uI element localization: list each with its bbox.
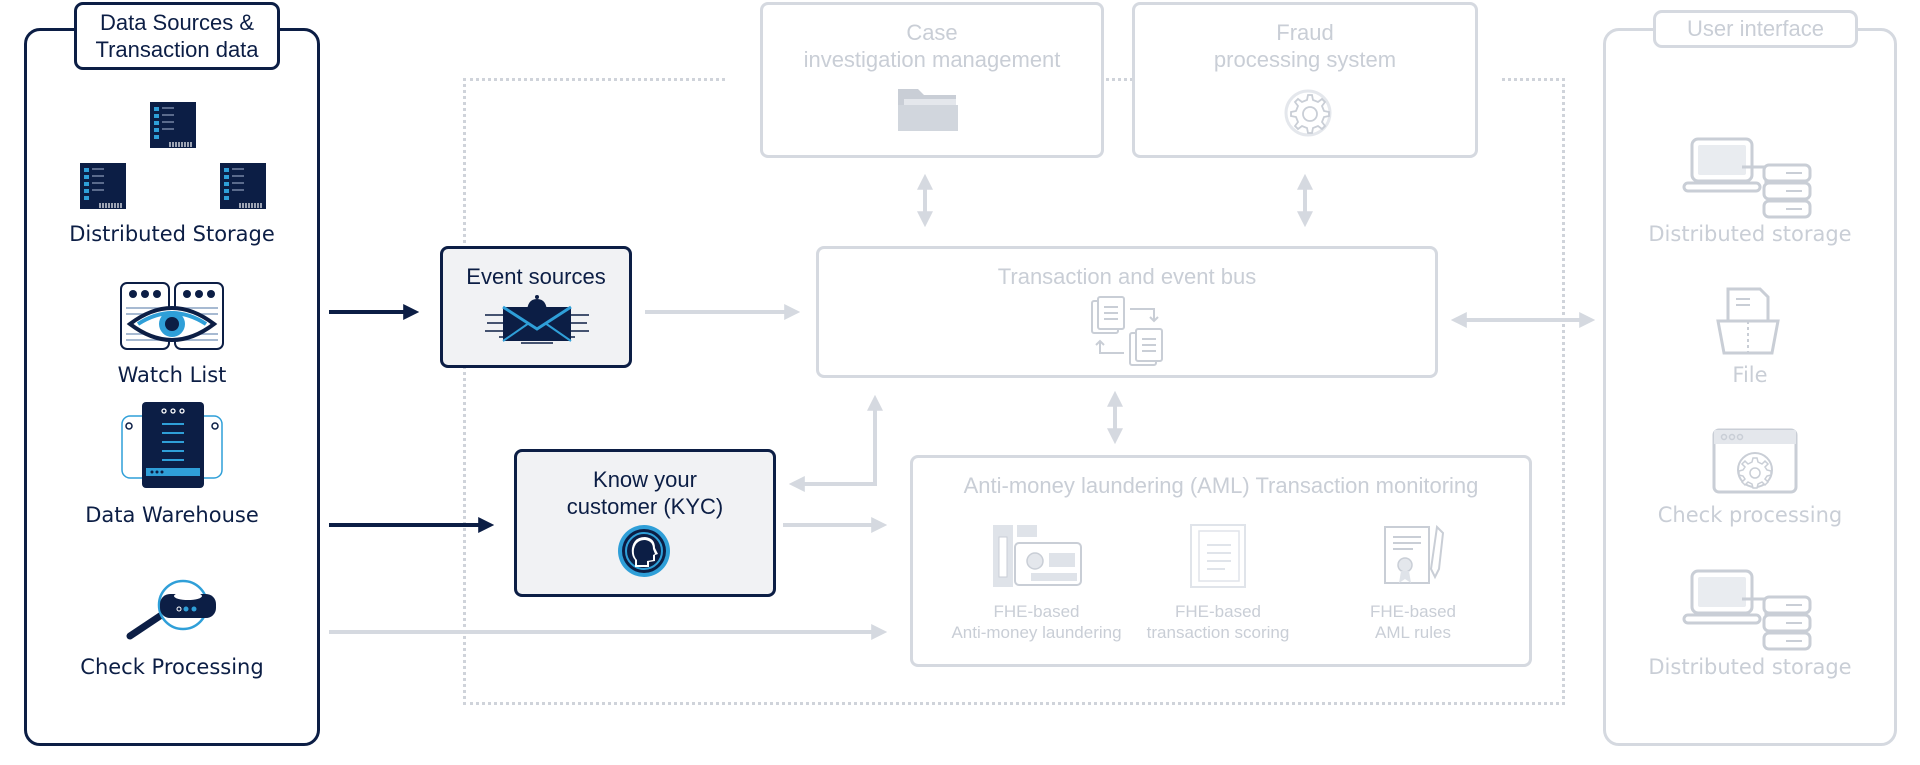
aml-item-3-line-2: AML rules bbox=[1375, 623, 1451, 642]
dark-arrows bbox=[329, 304, 495, 533]
aml-item-2-line-2: transaction scoring bbox=[1146, 623, 1290, 642]
ui-file-label: File bbox=[1732, 363, 1768, 387]
case-title-line-2: investigation management bbox=[803, 47, 1061, 72]
database-server-icon bbox=[121, 402, 223, 488]
event-bus-label: Transaction and event bus bbox=[997, 264, 1257, 289]
ui-distributed-storage-label: Distributed storage bbox=[1648, 222, 1852, 246]
event-sources-label: Event sources bbox=[466, 264, 606, 289]
aml-item-3-line-1: FHE-based bbox=[1370, 602, 1456, 621]
aml-title: Anti-money laundering (AML) Transaction … bbox=[963, 473, 1479, 498]
ui-check-processing-label: Check processing bbox=[1657, 503, 1843, 527]
browser-gear-icon bbox=[1712, 428, 1798, 494]
document-icon bbox=[1190, 524, 1246, 588]
eye-icon bbox=[120, 282, 224, 350]
id-card-icon bbox=[993, 525, 1082, 587]
event-bus-box: Transaction and event bus bbox=[816, 246, 1438, 378]
distributed-storage-label: Distributed Storage bbox=[69, 222, 275, 246]
envelope-bell-icon bbox=[485, 295, 589, 344]
documents-exchange-icon bbox=[1091, 296, 1163, 366]
aml-item-1-line-1: FHE-based bbox=[993, 602, 1080, 621]
server-rack-icon bbox=[80, 102, 266, 209]
aml-item-2-line-1: FHE-based bbox=[1175, 602, 1261, 621]
aml-item-1-line-2: Anti-money laundering bbox=[951, 623, 1122, 642]
kyc-box: Know your customer (KYC) bbox=[514, 449, 776, 597]
fraud-processing-box: Fraud processing system bbox=[1132, 2, 1478, 158]
data-sources-title: Data Sources & Transaction data bbox=[74, 2, 280, 70]
aml-monitoring-box: Anti-money laundering (AML) Transaction … bbox=[910, 455, 1532, 667]
rack-unit bbox=[80, 163, 126, 209]
user-interface-title: User interface bbox=[1653, 10, 1858, 48]
fraud-title-line-1: Fraud bbox=[1276, 20, 1334, 45]
region-gap bbox=[728, 72, 762, 84]
certificate-pen-icon bbox=[1384, 524, 1445, 584]
watch-list-label: Watch List bbox=[117, 363, 227, 387]
kyc-title-line-2: customer (KYC) bbox=[566, 494, 724, 519]
check-processing-label: Check Processing bbox=[80, 655, 264, 679]
gear-icon bbox=[1284, 89, 1332, 137]
folder-icon bbox=[898, 89, 958, 131]
rack-unit bbox=[150, 102, 196, 148]
laptop-server-icon bbox=[1682, 137, 1812, 219]
title-line-1: Data Sources & bbox=[99, 10, 255, 35]
rack-unit bbox=[220, 163, 266, 209]
case-title-line-1: Case bbox=[906, 20, 958, 45]
data-warehouse-label: Data Warehouse bbox=[85, 503, 259, 527]
file-tray-icon bbox=[1716, 287, 1780, 355]
region-gap bbox=[1478, 72, 1500, 84]
event-sources-box: Event sources bbox=[440, 246, 632, 368]
case-investigation-box: Case investigation management bbox=[760, 2, 1104, 158]
faded-arrows bbox=[329, 173, 1596, 640]
person-head-icon bbox=[618, 525, 670, 577]
laptop-server-icon bbox=[1682, 569, 1812, 651]
kyc-title-line-1: Know your bbox=[593, 467, 697, 492]
ui-distributed-storage-label-2: Distributed storage bbox=[1648, 655, 1852, 679]
fraud-title-line-2: processing system bbox=[1213, 47, 1397, 72]
arrow-kyc-bus bbox=[788, 394, 883, 492]
magnifier-icon bbox=[126, 579, 216, 640]
title-line-2: Transaction data bbox=[95, 37, 259, 62]
